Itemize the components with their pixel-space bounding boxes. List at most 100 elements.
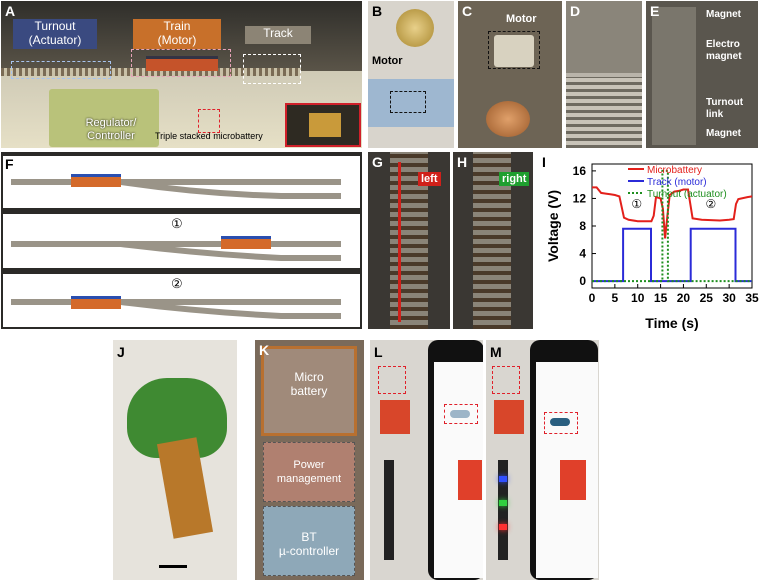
illinois-logo-phone-l	[458, 460, 482, 500]
x-axis-label: Time (s)	[645, 315, 698, 331]
toggle-highlight-m	[544, 412, 578, 434]
bt-controller-label: BT µ-controller	[278, 530, 340, 558]
panel-d-bottom-photo	[566, 77, 642, 148]
panel-g: G left	[368, 152, 450, 329]
x-tick-label-6: 30	[722, 291, 736, 305]
panel-d: D	[566, 1, 642, 148]
legend-label-1: Track (motor)	[647, 177, 707, 188]
legend-label-2: Turnout (actuator)	[647, 189, 727, 200]
x-tick-label-3: 15	[654, 291, 668, 305]
legend-label-0: Microbattery	[647, 165, 702, 176]
left-route-line	[398, 162, 401, 322]
power-management-label: Power management	[276, 459, 342, 485]
step-1-marker: ①	[171, 216, 183, 231]
device-highlight-m	[492, 366, 520, 394]
battery-inset-photo	[309, 113, 341, 137]
panel-c-label: C	[462, 3, 473, 19]
panel-c: C Motor	[458, 1, 562, 148]
panel-l-label: L	[374, 344, 383, 360]
led-blue	[499, 476, 507, 482]
panel-m: M	[486, 340, 599, 580]
annotation-step-2: ②	[705, 197, 716, 211]
panel-k-label: K	[259, 342, 270, 358]
motor-label-b: Motor	[372, 55, 403, 67]
train-position-1	[71, 174, 121, 187]
regulator-board-photo	[49, 89, 159, 147]
train-position-3	[71, 296, 121, 309]
track-label: Track	[263, 26, 293, 40]
track-strip	[1, 68, 301, 76]
led-strip-m	[498, 460, 508, 560]
panel-e-photo	[652, 7, 696, 145]
panel-e-label: E	[650, 3, 660, 19]
led-red	[499, 524, 507, 530]
regulator-label: Regulator/ Controller	[85, 117, 137, 142]
toggle-off-l	[450, 410, 470, 418]
magnet-bottom-label: Magnet	[706, 128, 741, 139]
y-tick-label-4: 16	[573, 164, 587, 178]
x-tick-label-4: 20	[677, 291, 691, 305]
battery-inset	[285, 103, 361, 147]
led-strip-l	[384, 460, 394, 560]
turnout-label-box: Turnout (Actuator)	[13, 19, 97, 49]
panel-f: F ① ②	[1, 152, 362, 329]
y-tick-label-1: 4	[579, 247, 586, 261]
train-cutaway-photo	[368, 79, 454, 127]
toggle-highlight-l	[444, 404, 478, 424]
series-line-microbattery	[592, 186, 753, 239]
panel-h-label: H	[457, 154, 468, 170]
track-highlight	[243, 54, 301, 84]
train-highlight	[131, 49, 231, 77]
illinois-logo-l	[380, 400, 410, 434]
annotation-step-1: ①	[631, 197, 642, 211]
panel-g-label: G	[372, 154, 383, 170]
coin-photo	[396, 9, 434, 47]
battery-note: Triple stacked microbattery	[155, 131, 263, 141]
panel-e: E Magnet Electro magnet Turnout link Mag…	[646, 1, 758, 148]
x-tick-label-7: 35	[745, 291, 759, 305]
train-label: Train (Motor)	[157, 19, 197, 47]
panel-m-label: M	[490, 344, 502, 360]
panel-l: L	[370, 340, 483, 580]
toggle-on-m	[550, 418, 570, 426]
turnout-highlight	[11, 61, 111, 79]
electromagnet-label: Electro magnet	[706, 39, 742, 62]
bt-controller-section	[263, 506, 355, 576]
panel-b-label: B	[372, 3, 383, 19]
train-position-2	[221, 236, 271, 249]
left-tag: left	[418, 172, 441, 186]
series-line-track-motor	[592, 227, 752, 283]
panel-f-tracks	[11, 179, 341, 319]
panel-d-top-photo	[566, 1, 642, 73]
device-highlight-l	[378, 366, 406, 394]
penny-photo	[486, 101, 530, 137]
step-2-marker: ②	[171, 276, 183, 291]
x-tick-label-2: 10	[631, 291, 645, 305]
motor-label-c: Motor	[506, 13, 537, 25]
right-tag: right	[499, 172, 530, 186]
micro-battery-label: Micro battery	[290, 370, 328, 398]
panel-i-label: I	[542, 154, 546, 170]
y-tick-label-2: 8	[579, 219, 586, 233]
y-tick-label-3: 12	[573, 191, 587, 205]
train-car-photo	[146, 56, 218, 71]
panel-d-label: D	[570, 3, 581, 19]
panel-f-label: F	[5, 156, 14, 172]
turnout-link-label: Turnout link	[706, 97, 744, 120]
panel-k: K Micro battery Power management BT µ-co…	[255, 340, 364, 580]
y-axis-label: Voltage (V)	[545, 190, 561, 262]
battery-highlight	[198, 109, 220, 133]
power-management-section	[263, 442, 355, 502]
panel-a: Turnout (Actuator) Train (Motor) Track A…	[1, 1, 362, 148]
y-tick-label-0: 0	[579, 274, 586, 288]
train-label-box: Train (Motor)	[133, 19, 221, 49]
motor-highlight-b	[390, 91, 426, 113]
illinois-logo-m	[494, 400, 524, 434]
scale-bar	[159, 565, 187, 568]
panel-h: H right	[453, 152, 533, 329]
x-tick-label-5: 25	[700, 291, 714, 305]
motor-photo	[494, 35, 534, 67]
magnet-top-label: Magnet	[706, 9, 741, 20]
